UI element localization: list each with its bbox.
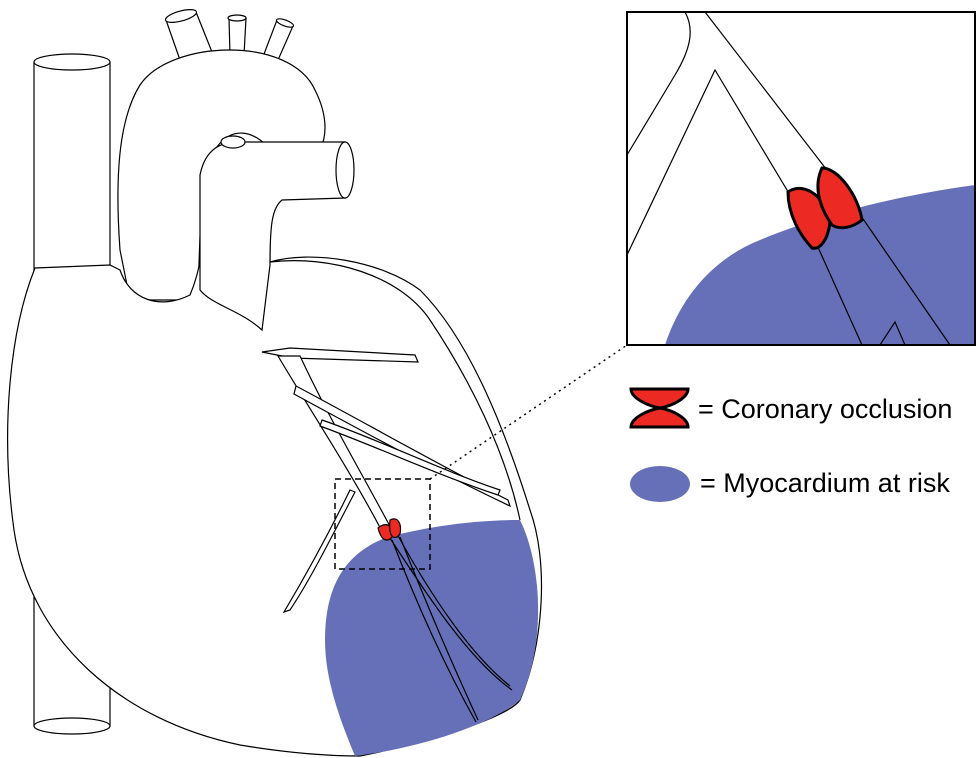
zoom-inset xyxy=(627,12,975,345)
heart-illustration xyxy=(8,7,627,756)
risk-legend-label: = Myocardium at risk xyxy=(700,468,950,498)
legend: = Coronary occlusion = Myocardium at ris… xyxy=(630,389,952,502)
legend-occlusion-entry: = Coronary occlusion xyxy=(631,389,952,427)
blue-ellipse-icon xyxy=(630,466,690,502)
occlusion-legend-label: = Coronary occlusion xyxy=(698,394,952,424)
red-hourglass-occlusion-icon xyxy=(631,389,688,427)
legend-risk-entry: = Myocardium at risk xyxy=(630,466,950,502)
myocardium-at-risk-region xyxy=(325,520,538,756)
